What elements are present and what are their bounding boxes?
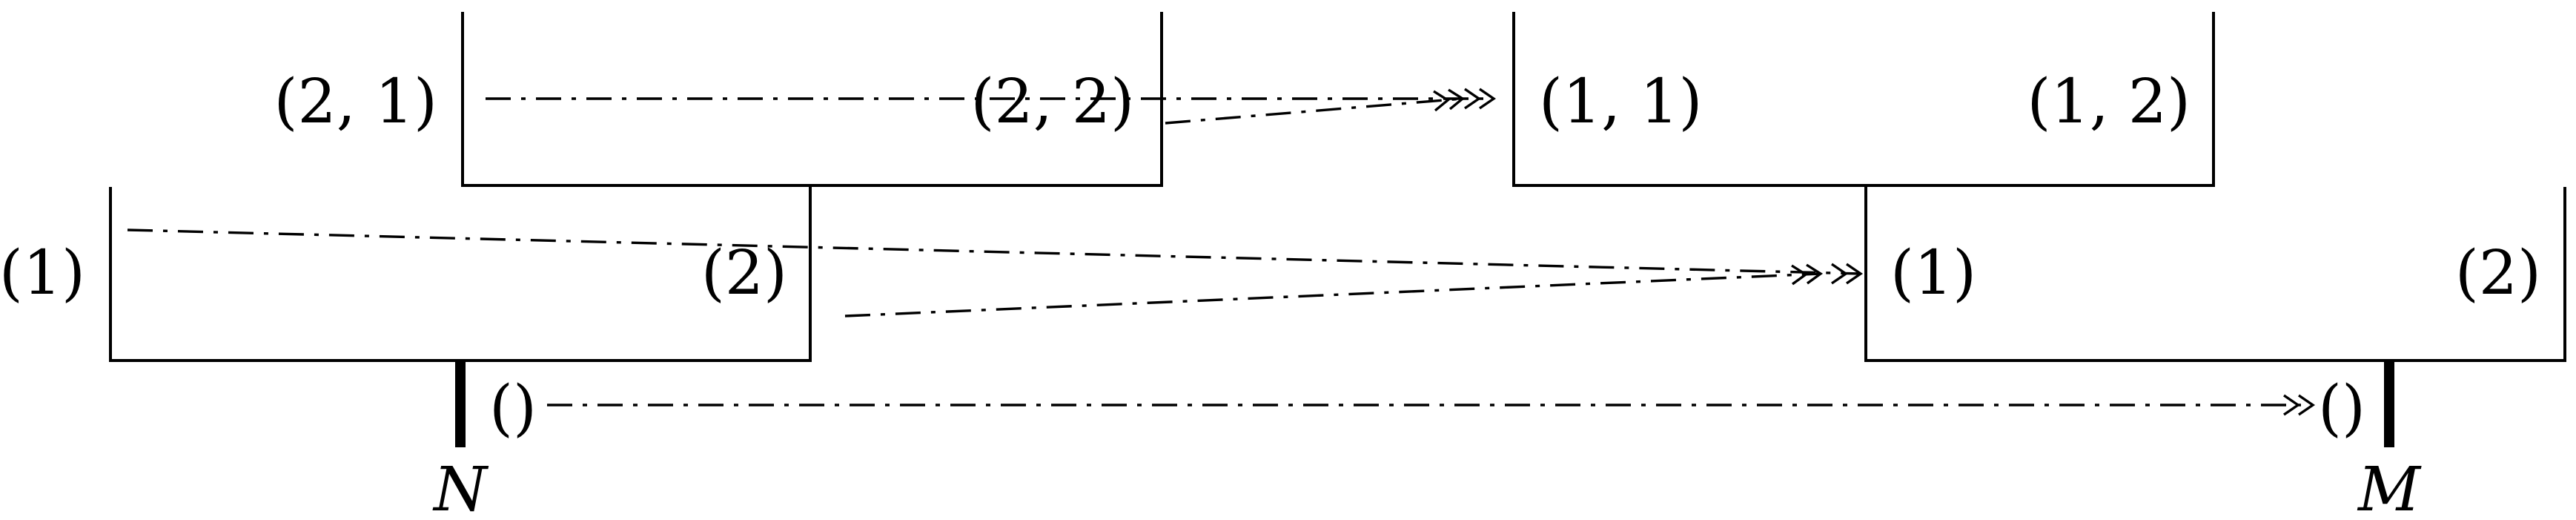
right-upper-box xyxy=(1512,12,2215,187)
left-object-label: N xyxy=(432,455,489,520)
arrow-1-to-1 xyxy=(127,228,1861,275)
left-upper-box-left-label: (2, 1) xyxy=(274,67,437,137)
left-lower-box-left-label: (1) xyxy=(0,238,85,309)
left-upper-box-right-label: (2, 2) xyxy=(971,67,1134,137)
arrow-22-to-11 xyxy=(1165,97,1463,125)
right-lower-box xyxy=(1864,187,2566,362)
right-object-label: M xyxy=(2357,455,2422,520)
left-lower-box xyxy=(109,187,812,362)
arrow-2-to-1 xyxy=(844,272,1821,317)
arrows xyxy=(127,88,2316,416)
left-unit-label: () xyxy=(489,373,537,444)
left-diagram: (2, 1) (2, 2) (1) (2) () N xyxy=(0,12,1163,520)
arrow-21-to-11-head xyxy=(1464,88,1497,110)
right-upper-box-right-label: (1, 2) xyxy=(2027,67,2191,137)
right-lower-box-right-label: (2) xyxy=(2455,238,2541,309)
right-diagram: (1, 1) (1, 2) (1) (2) () M xyxy=(1512,12,2566,520)
right-upper-box-left-label: (1, 1) xyxy=(1539,67,1702,137)
left-lower-box-right-label: (2) xyxy=(701,238,787,309)
arrow-unit-to-unit-head xyxy=(2283,394,2316,416)
arrow-22-to-11-head xyxy=(1433,88,1465,112)
arrow-1-to-1-head xyxy=(1831,263,1864,285)
arrow-2-to-1-head xyxy=(1791,263,1824,286)
right-lower-box-left-label: (1) xyxy=(1890,238,1976,309)
right-unit-label: () xyxy=(2318,373,2365,444)
